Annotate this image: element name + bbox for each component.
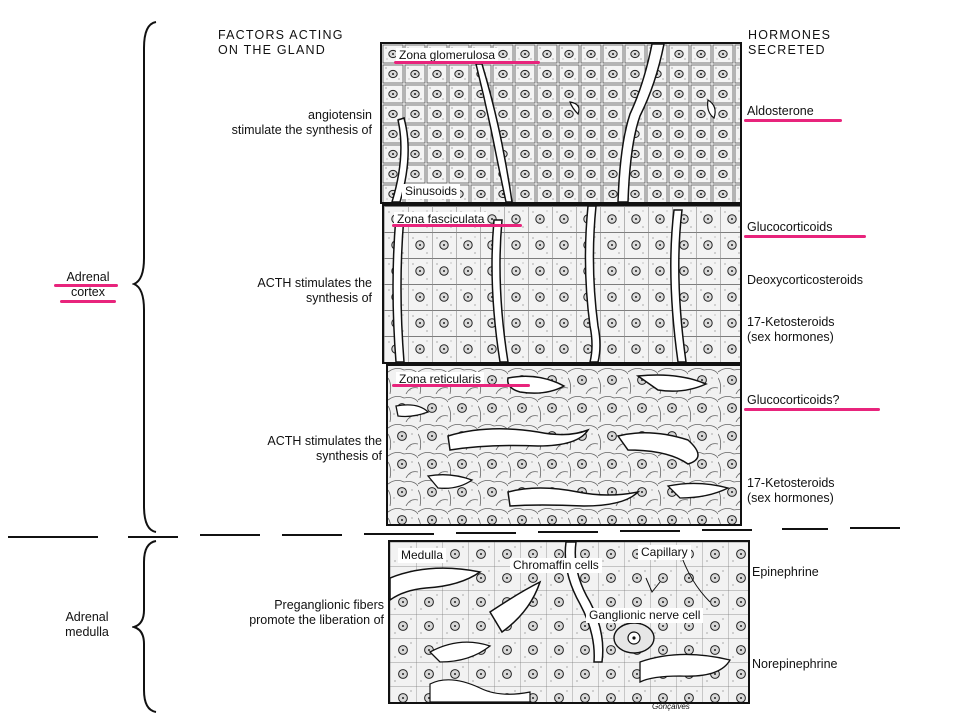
factors-header: FACTORS ACTING ON THE GLAND xyxy=(218,28,344,58)
glomerulosa-factor-line-2: stimulate the synthesis of xyxy=(150,123,372,138)
zona-reticularis-panel: Zona reticularis xyxy=(386,364,742,526)
glomerulosa-factor-line-1: angiotensin xyxy=(150,108,372,123)
hormones-header-line-2: SECRETED xyxy=(748,43,831,58)
zona-fasciculata-panel: Zona fasciculata xyxy=(382,204,742,364)
medulla-label: Medulla xyxy=(398,548,446,563)
zona-glomerulosa-panel: Zona glomerulosa Sinusoids xyxy=(380,42,742,204)
sinusoids-label: Sinusoids xyxy=(402,184,460,199)
hormones-header-line-1: HORMONES xyxy=(748,28,831,43)
hormone-sex-hormones: (sex hormones) xyxy=(747,330,835,345)
glomerulosa-hormones: Aldosterone xyxy=(747,104,814,119)
adrenal-medulla-line-2: medulla xyxy=(42,625,132,640)
factors-header-line-2: ON THE GLAND xyxy=(218,43,344,58)
capillary-label: Capillary xyxy=(638,545,691,560)
reticularis-factor: ACTH stimulates the synthesis of xyxy=(150,434,382,464)
hormones-header: HORMONES SECRETED xyxy=(748,28,831,58)
medulla-factor-line-1: Preganglionic fibers xyxy=(150,598,384,613)
hormone-deoxycorticosteroids: Deoxycorticosteroids xyxy=(747,273,863,288)
hormone-17-ketosteroids: 17-Ketosteroids xyxy=(747,315,835,330)
hormone-glucocorticoids: Glucocorticoids xyxy=(747,220,832,235)
fasciculata-factor-line-2: synthesis of xyxy=(150,291,372,306)
fasciculata-hormones: Glucocorticoids xyxy=(747,220,832,235)
fasciculata-tissue xyxy=(384,206,740,362)
reticularis-hormones: Glucocorticoids? xyxy=(747,393,839,408)
highlight-adrenal xyxy=(54,284,118,287)
medulla-factor-line-2: promote the liberation of xyxy=(150,613,384,628)
hormone-17-ketosteroids-reticularis: 17-Ketosteroids xyxy=(747,476,835,491)
chromaffin-cells-label: Chromaffin cells xyxy=(510,558,602,573)
highlight-zona-reticularis xyxy=(392,384,530,387)
adrenal-medulla-line-1: Adrenal xyxy=(42,610,132,625)
reticularis-factor-line-1: ACTH stimulates the xyxy=(150,434,382,449)
highlight-glucocorticoids-question xyxy=(744,408,880,411)
hormone-glucocorticoids-question: Glucocorticoids? xyxy=(747,393,839,408)
fasciculata-factor-line-1: ACTH stimulates the xyxy=(150,276,372,291)
highlight-cortex xyxy=(60,300,116,303)
highlight-glucocorticoids xyxy=(744,235,866,238)
reticularis-factor-line-2: synthesis of xyxy=(150,449,382,464)
highlight-zona-glomerulosa xyxy=(394,61,540,64)
reticularis-tissue xyxy=(388,366,740,524)
hormone-sex-hormones-reticularis: (sex hormones) xyxy=(747,491,835,506)
glomerulosa-tissue xyxy=(382,44,740,202)
hormone-aldosterone: Aldosterone xyxy=(747,104,814,119)
fasciculata-ketosteroids: 17-Ketosteroids (sex hormones) xyxy=(747,315,835,345)
highlight-zona-fasciculata xyxy=(392,224,522,227)
hormone-epinephrine: Epinephrine xyxy=(752,565,819,580)
highlight-aldosterone xyxy=(744,119,842,122)
hormone-norepinephrine: Norepinephrine xyxy=(752,657,837,672)
factors-header-line-1: FACTORS ACTING xyxy=(218,28,344,43)
adrenal-medulla-panel: Medulla Capillary Chromaffin cells Gangl… xyxy=(388,540,750,704)
glomerulosa-factor: angiotensin stimulate the synthesis of xyxy=(150,108,372,138)
fasciculata-factor: ACTH stimulates the synthesis of xyxy=(150,276,372,306)
reticularis-ketosteroids: 17-Ketosteroids (sex hormones) xyxy=(747,476,835,506)
adrenal-medulla-label: Adrenal medulla xyxy=(42,610,132,640)
medulla-factor: Preganglionic fibers promote the liberat… xyxy=(150,598,384,628)
ganglionic-nerve-cell-label: Ganglionic nerve cell xyxy=(586,608,703,623)
artist-signature: Gonçalves xyxy=(652,702,690,711)
adrenal-cortex-line-1: Adrenal xyxy=(46,270,130,285)
